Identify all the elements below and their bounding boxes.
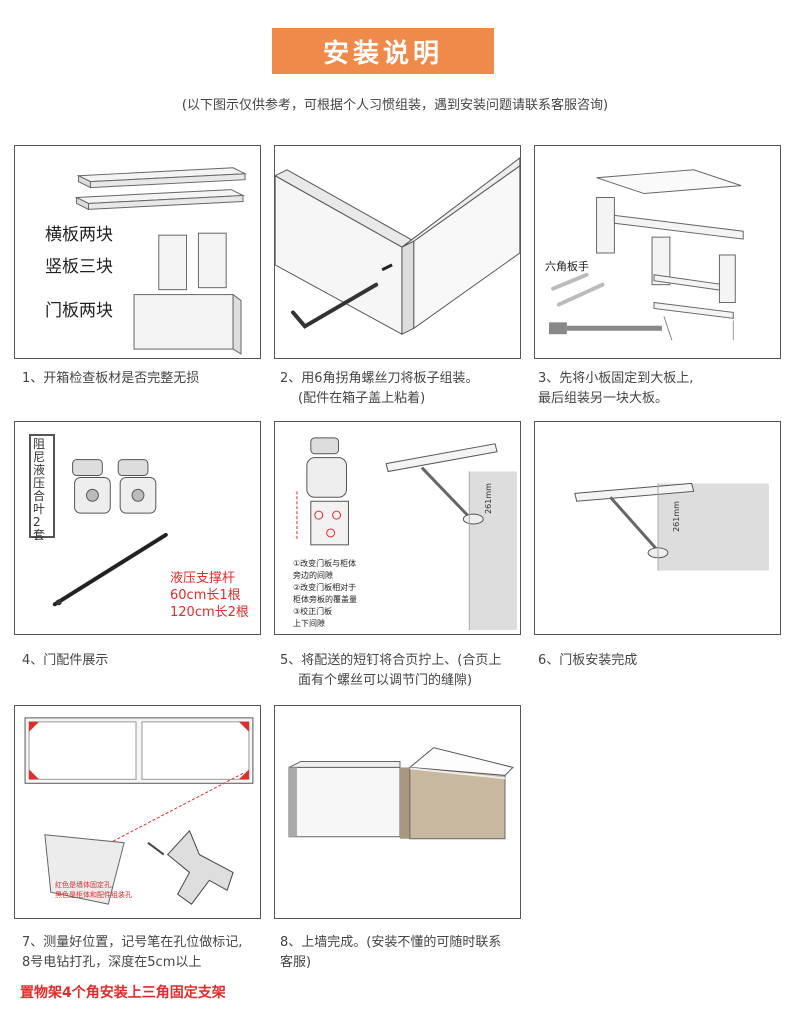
- panel-step-8: [274, 705, 521, 919]
- step-1-line-1: 1、开箱检查板材是否完整无损: [22, 369, 199, 389]
- hex-wrench-label: 六角板手: [545, 258, 589, 274]
- panel1-label-horizontal: 横板两块: [45, 220, 113, 245]
- hinge-note-3: ②改变门板相对于: [293, 582, 356, 593]
- panel-step-7: 红色是墙体固定孔, 黑色是柜体和配件组装孔: [14, 705, 261, 919]
- step-1-caption: 1、开箱检查板材是否完整无损: [22, 369, 199, 389]
- page-title: 安装说明: [323, 33, 443, 70]
- panel-step-2: [274, 145, 521, 359]
- step-2-caption: 2、用6角拐角螺丝刀将板子组装。 (配件在箱子盖上粘着): [280, 369, 479, 409]
- step-6-caption: 6、门板安装完成: [538, 651, 637, 671]
- wall-mounted-cabinet-illustration: [275, 706, 520, 918]
- step-2-line-1: 2、用6角拐角螺丝刀将板子组装。: [280, 369, 479, 389]
- panel-step-5: ①改变门板与柜体 旁边的间隙 ②改变门板相对于 柜体旁板的覆盖量 ③校正门板 上…: [274, 421, 521, 635]
- hole-note-2: 黑色是柜体和配件组装孔: [55, 890, 132, 900]
- dimension-label-2: 261mm: [672, 501, 681, 532]
- shelf-frame-illustration: [535, 146, 780, 358]
- step-8-line-2: 客服): [280, 953, 501, 973]
- panel1-label-door: 门板两块: [45, 296, 113, 321]
- step-3-line-2: 最后组装另一块大板。: [538, 389, 693, 409]
- step-7-line-2: 8号电钻打孔，深度在5cm以上: [22, 953, 242, 973]
- step-2-line-2: (配件在箱子盖上粘着): [280, 389, 479, 409]
- title-banner: 安装说明: [272, 28, 494, 74]
- dimension-label: 261mm: [484, 483, 493, 514]
- step-5-caption: 5、将配送的短钉将合页拧上、(合页上 面有个螺丝可以调节门的缝隙): [280, 651, 501, 691]
- step-7-line-1: 7、测量好位置，记号笔在孔位做标记,: [22, 933, 242, 953]
- hinge-note-2: 旁边的间隙: [293, 570, 333, 581]
- drilling-illustration: [15, 706, 260, 918]
- panel-step-1: 横板两块 竖板三块 门板两块: [14, 145, 261, 359]
- step-4-caption: 4、门配件展示: [22, 651, 108, 671]
- step-5-line-1: 5、将配送的短钉将合页拧上、(合页上: [280, 651, 501, 671]
- panel-step-3: 六角板手: [534, 145, 781, 359]
- panel1-label-vertical: 竖板三块: [45, 252, 113, 277]
- bracket-install-note: 置物架4个角安装上三角固定支架: [20, 982, 226, 1002]
- step-6-line-1: 6、门板安装完成: [538, 651, 637, 671]
- step-3-caption: 3、先将小板固定到大板上, 最后组装另一块大板。: [538, 369, 693, 409]
- hole-note-1: 红色是墙体固定孔,: [55, 880, 113, 890]
- step-7-caption: 7、测量好位置，记号笔在孔位做标记, 8号电钻打孔，深度在5cm以上: [22, 933, 242, 973]
- panel-step-4: 阻尼液压合叶2套 液压支撑杆 60cm长1根 120cm长2根: [14, 421, 261, 635]
- strut-label-3: 120cm长2根: [170, 601, 249, 620]
- door-installed-illustration: [535, 422, 780, 634]
- step-8-line-1: 8、上墙完成。(安装不懂的可随时联系: [280, 933, 501, 953]
- step-5-line-2: 面有个螺丝可以调节门的缝隙): [280, 671, 501, 691]
- hinge-note-1: ①改变门板与柜体: [293, 558, 356, 569]
- panel-step-6: 261mm: [534, 421, 781, 635]
- step-8-caption: 8、上墙完成。(安装不懂的可随时联系 客服): [280, 933, 501, 973]
- step-4-line-1: 4、门配件展示: [22, 651, 108, 671]
- hinge-note-5: ③校正门板: [293, 606, 332, 617]
- hinge-note-4: 柜体旁板的覆盖量: [293, 594, 357, 605]
- hinge-note-6: 上下间隙: [293, 618, 325, 629]
- subtitle: (以下图示仅供参考，可根据个人习惯组装，遇到安装问题请联系客服咨询): [0, 94, 790, 113]
- corner-assembly-illustration: [275, 146, 520, 358]
- step-3-line-1: 3、先将小板固定到大板上,: [538, 369, 693, 389]
